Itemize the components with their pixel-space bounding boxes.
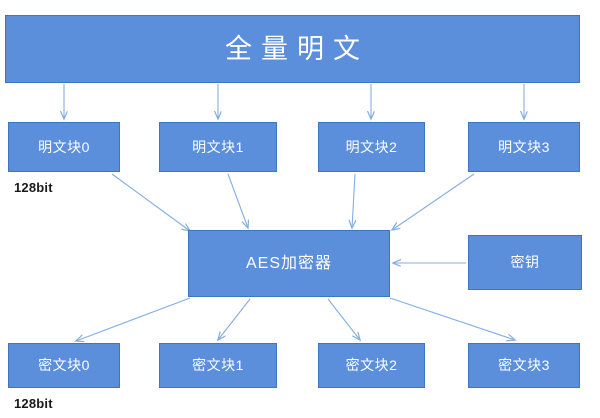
edge-plain-3-to-aes bbox=[392, 173, 475, 230]
node-ciphertext-block-1[interactable]: 密文块1 bbox=[159, 343, 277, 388]
caption-ciphertext-block-size: 128bit bbox=[14, 396, 53, 411]
node-plaintext-block-2[interactable]: 明文块2 bbox=[318, 122, 425, 172]
edge-aes-to-cipher-2 bbox=[327, 298, 360, 340]
edge-plain-1-to-aes bbox=[227, 173, 248, 228]
node-ciphertext-block-3[interactable]: 密文块3 bbox=[468, 343, 580, 388]
node-plaintext-block-1[interactable]: 明文块1 bbox=[159, 122, 277, 172]
node-plaintext-block-0[interactable]: 明文块0 bbox=[8, 122, 120, 172]
caption-plaintext-block-size: 128bit bbox=[14, 180, 53, 195]
edge-plain-2-to-aes bbox=[352, 173, 355, 228]
edge-plain-0-to-aes bbox=[111, 173, 190, 231]
node-aes-encryptor[interactable]: AES加密器 bbox=[188, 230, 390, 297]
node-ciphertext-block-2[interactable]: 密文块2 bbox=[318, 343, 425, 388]
edge-aes-to-cipher-1 bbox=[218, 298, 251, 340]
node-ciphertext-block-0[interactable]: 密文块0 bbox=[8, 343, 120, 388]
edge-aes-to-cipher-0 bbox=[76, 297, 191, 341]
node-secret-key[interactable]: 密钥 bbox=[468, 235, 582, 290]
edge-aes-to-cipher-3 bbox=[389, 297, 515, 340]
node-full-plaintext[interactable]: 全量明文 bbox=[5, 15, 580, 83]
node-plaintext-block-3[interactable]: 明文块3 bbox=[468, 122, 580, 172]
